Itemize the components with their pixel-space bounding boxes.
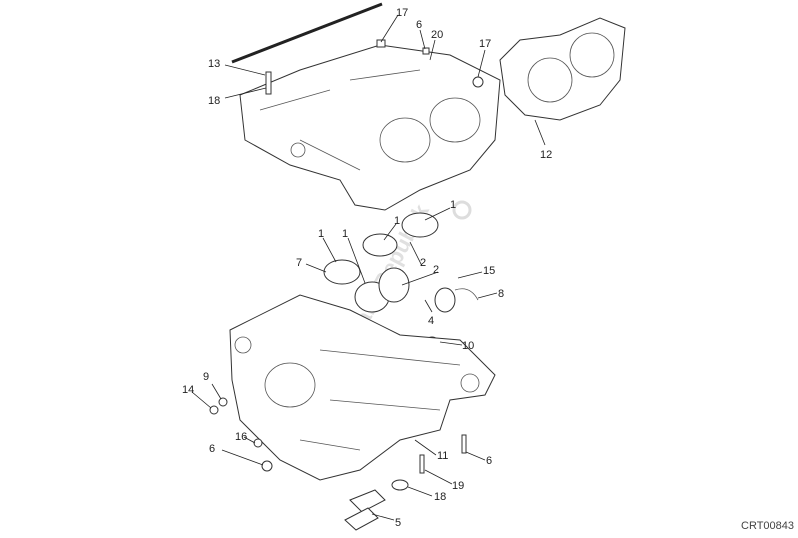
callout: 6 — [486, 455, 492, 467]
lower-crankcase — [229, 294, 496, 481]
callout: 1 — [318, 228, 324, 240]
callout: 9 — [203, 371, 209, 383]
callout: 6 — [209, 443, 215, 455]
drawing-code: CRT00843 — [741, 520, 794, 532]
callout: 6 — [416, 19, 422, 31]
callout: 2 — [433, 264, 439, 276]
fasteners — [209, 39, 484, 531]
callout: 1 — [450, 199, 456, 211]
upper-crankcase — [239, 44, 501, 211]
callout: 10 — [462, 340, 474, 352]
callout: 20 — [431, 29, 443, 41]
callout-labels: 17 6 20 17 13 18 12 1 1 1 1 7 2 2 15 8 4… — [182, 7, 552, 529]
callout: 5 — [395, 517, 401, 529]
callout: 18 — [434, 491, 446, 503]
callout: 8 — [498, 288, 504, 300]
callout: 15 — [483, 265, 495, 277]
callout: 7 — [296, 257, 302, 269]
callout: 14 — [182, 384, 194, 396]
callout: 4 — [428, 315, 434, 327]
gasket-strip — [231, 2, 383, 64]
callout: 1 — [342, 228, 348, 240]
callout: 12 — [540, 149, 552, 161]
callout: 17 — [396, 7, 408, 19]
callout: 17 — [479, 38, 491, 50]
callout: 18 — [208, 95, 220, 107]
callout: 11 — [437, 450, 448, 462]
head-gasket — [499, 17, 626, 121]
callout: 16 — [235, 431, 247, 443]
bearing-shells — [323, 212, 479, 348]
callout: 1 — [394, 215, 400, 227]
callout: 13 — [208, 58, 220, 70]
callout: 2 — [420, 257, 426, 269]
leader-lines — [191, 14, 546, 521]
callout: 19 — [452, 480, 464, 492]
